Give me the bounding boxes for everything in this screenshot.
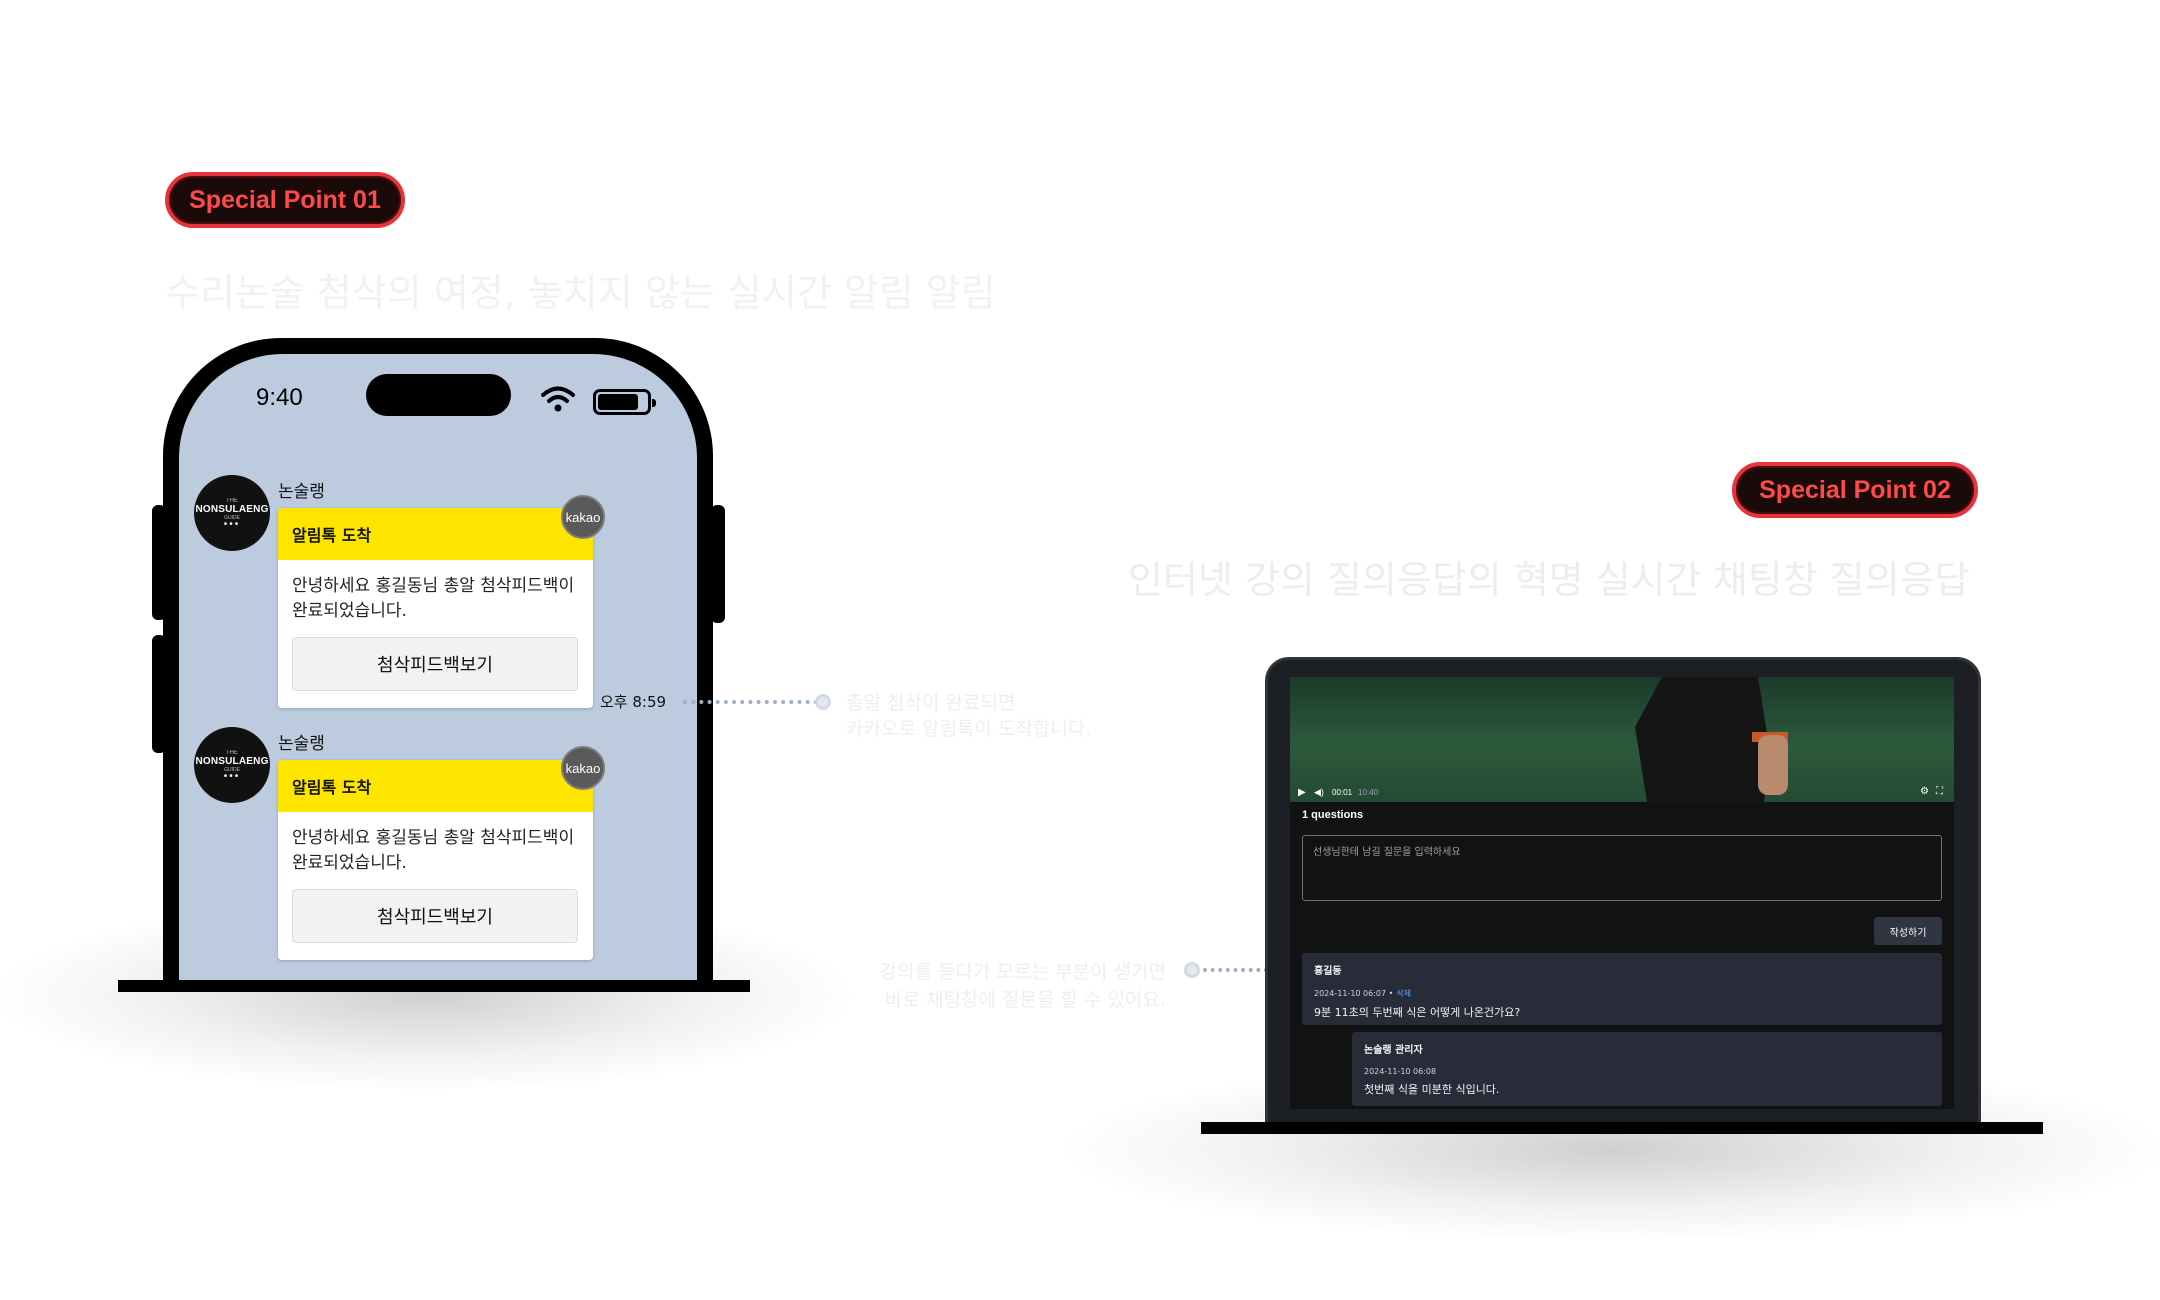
alimtalk-header: 알림톡 도착 — [278, 760, 593, 812]
callout-dot — [1184, 962, 1200, 978]
sender-name: 논술랭 — [278, 734, 325, 754]
instructor-figure — [1635, 677, 1770, 802]
point2-subtitle: 인터넷 강의 질의응답의 혁명 실시간 채팅창 질의응답 — [1128, 558, 1970, 602]
question-input[interactable]: 선생님한테 남길 질문을 입력하세요 — [1302, 835, 1942, 901]
wifi-icon — [541, 386, 575, 412]
sender-name: 논술랭 — [278, 482, 325, 502]
point1-subtitle: 수리논술 첨삭의 여정, 놓치지 않는 실시간 알림 알림 — [165, 271, 996, 315]
battery-icon — [593, 389, 656, 415]
kakao-badge-icon: kakao — [561, 495, 605, 539]
fullscreen-icon[interactable]: ⛶ — [1936, 786, 1943, 797]
callout2-text: 강의를 듣다가 모르는 부분이 생기면 바로 채팅창에 질문을 할 수 있어요. — [879, 961, 1166, 1011]
laptop-ground-line — [1201, 1122, 2043, 1134]
phone-power-button — [711, 505, 725, 623]
message-timestamp: 오후 8:59 — [600, 693, 667, 711]
alimtalk-header: 알림톡 도착 — [278, 508, 593, 560]
video-controls: ▶ ◀) 00:01 10:40 ⚙ ⛶ — [1290, 783, 1954, 802]
volume-icon[interactable]: ◀) — [1314, 787, 1324, 797]
lecture-screen: ▶ ◀) 00:01 10:40 ⚙ ⛶ 1 questions 선생님한테 남… — [1290, 677, 1954, 1109]
sender-avatar: THE NONSULAENG GUIDE ••• — [194, 475, 270, 551]
callout-connector — [1203, 968, 1268, 972]
callout1-text: 총알 첨삭이 완료되면 카카오로 알림톡이 도착합니다. — [846, 692, 1092, 740]
sender-avatar: THE NONSULAENG GUIDE ••• — [194, 727, 270, 803]
special-point-01-badge: Special Point 01 — [165, 172, 405, 228]
status-time: 9:40 — [256, 384, 303, 411]
kakao-badge-icon: kakao — [561, 746, 605, 790]
phone-volume-down — [152, 635, 166, 753]
phone-volume-up — [152, 505, 166, 620]
alimtalk-card: 알림톡 도착 안녕하세요 홍길동님 총알 첨삭피드백이 완료되었습니다. 첨삭피… — [278, 760, 593, 960]
answer-text: 첫번째 식을 미분한 식입니다. — [1364, 1083, 1500, 1096]
video-player[interactable]: ▶ ◀) 00:01 10:40 ⚙ ⛶ — [1290, 677, 1954, 802]
answer-date: 2024-11-10 06:08 — [1364, 1067, 1437, 1076]
view-feedback-button[interactable]: 첨삭피드백보기 — [292, 637, 578, 691]
dynamic-island — [366, 374, 511, 416]
submit-question-button[interactable]: 작성하기 — [1874, 917, 1942, 945]
alimtalk-card: 알림톡 도착 안녕하세요 홍길동님 총알 첨삭피드백이 완료되었습니다. 첨삭피… — [278, 508, 593, 708]
gear-icon[interactable]: ⚙ — [1920, 786, 1929, 797]
play-icon[interactable]: ▶ — [1298, 787, 1306, 798]
view-feedback-button[interactable]: 첨삭피드백보기 — [292, 889, 578, 943]
question-text: 9분 11초의 두번째 식은 어떻게 나온건가요? — [1314, 1006, 1521, 1019]
answer-author: 논술랭 관리자 — [1364, 1045, 1423, 1056]
question-count: 1 questions — [1302, 809, 1364, 821]
question-meta: 2024-11-10 06:07 •삭제 — [1314, 989, 1412, 998]
callout-connector — [683, 700, 818, 704]
delete-link[interactable]: 삭제 — [1396, 989, 1412, 998]
question-author: 홍길동 — [1314, 966, 1342, 977]
alimtalk-body: 안녕하세요 홍길동님 총알 첨삭피드백이 완료되었습니다. — [292, 576, 575, 621]
question-card: 홍길동 2024-11-10 06:07 •삭제 9분 11초의 두번째 식은 … — [1302, 953, 1942, 1025]
phone-ground-line — [118, 980, 750, 992]
callout-dot — [815, 694, 831, 710]
answer-card: 논술랭 관리자 2024-11-10 06:08 첫번째 식을 미분한 식입니다… — [1352, 1032, 1942, 1106]
special-point-02-badge: Special Point 02 — [1732, 462, 1978, 518]
alimtalk-body: 안녕하세요 홍길동님 총알 첨삭피드백이 완료되었습니다. — [292, 828, 575, 873]
current-time: 00:01 — [1332, 788, 1353, 797]
duration: 10:40 — [1358, 788, 1379, 797]
